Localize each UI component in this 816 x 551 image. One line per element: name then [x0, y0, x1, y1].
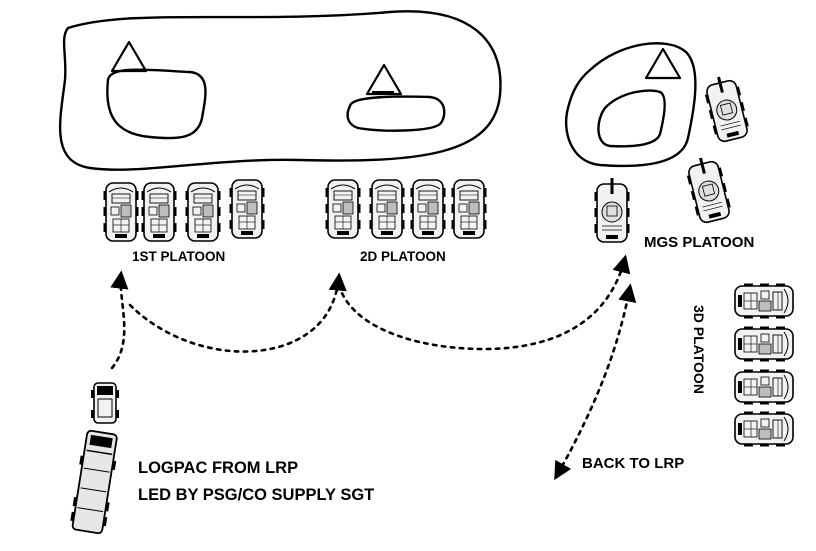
mgs-vehicle-icon: [700, 72, 752, 145]
stryker-vehicle-icon: [734, 282, 794, 320]
stryker-vehicle-icon: [409, 179, 447, 239]
platoon-3-label: 3D PLATOON: [691, 305, 707, 394]
logpac-label-line1: LOGPAC FROM LRP: [138, 459, 298, 477]
stryker-vehicle-icon: [102, 182, 140, 242]
mgs-platoon-label: MGS PLATOON: [644, 234, 754, 251]
mgs-vehicle-icon: [593, 177, 631, 243]
dotted-arrow: [554, 283, 637, 481]
supply-truck-icon: [91, 382, 119, 424]
stryker-vehicle-icon: [228, 179, 266, 239]
stryker-vehicle-icon: [184, 182, 222, 242]
marker-base: [372, 91, 394, 95]
terrain-outline-east: [564, 42, 697, 168]
mgs-vehicle-icon: [682, 153, 734, 226]
route-arrows: [110, 254, 637, 481]
platoon-2-vehicles: [324, 179, 488, 239]
back-to-lrp-label: BACK TO LRP: [582, 455, 684, 472]
stryker-vehicle-icon: [734, 368, 794, 406]
platoon-3-vehicles: [734, 282, 794, 448]
triangle-icon: [110, 40, 148, 73]
stryker-vehicle-icon: [140, 182, 178, 242]
supply-truck-icon: [70, 429, 118, 535]
triangle-icon: [644, 47, 682, 80]
platoon-1-vehicles: [102, 179, 266, 242]
dotted-arrow: [110, 270, 129, 370]
platoon-2-label: 2D PLATOON: [360, 249, 446, 264]
stryker-vehicle-icon: [734, 325, 794, 363]
dotted-arrow: [337, 254, 631, 351]
stryker-vehicle-icon: [368, 179, 406, 239]
terrain-outline-west: [58, 10, 502, 171]
stryker-vehicle-icon: [324, 179, 362, 239]
platoon-1-label: 1ST PLATOON: [132, 249, 225, 264]
stryker-vehicle-icon: [734, 410, 794, 448]
dotted-arrow: [128, 272, 347, 353]
stryker-vehicle-icon: [450, 179, 488, 239]
triangle-icon: [365, 63, 403, 96]
logpac-label-line2: LED BY PSG/CO SUPPLY SGT: [138, 486, 374, 504]
